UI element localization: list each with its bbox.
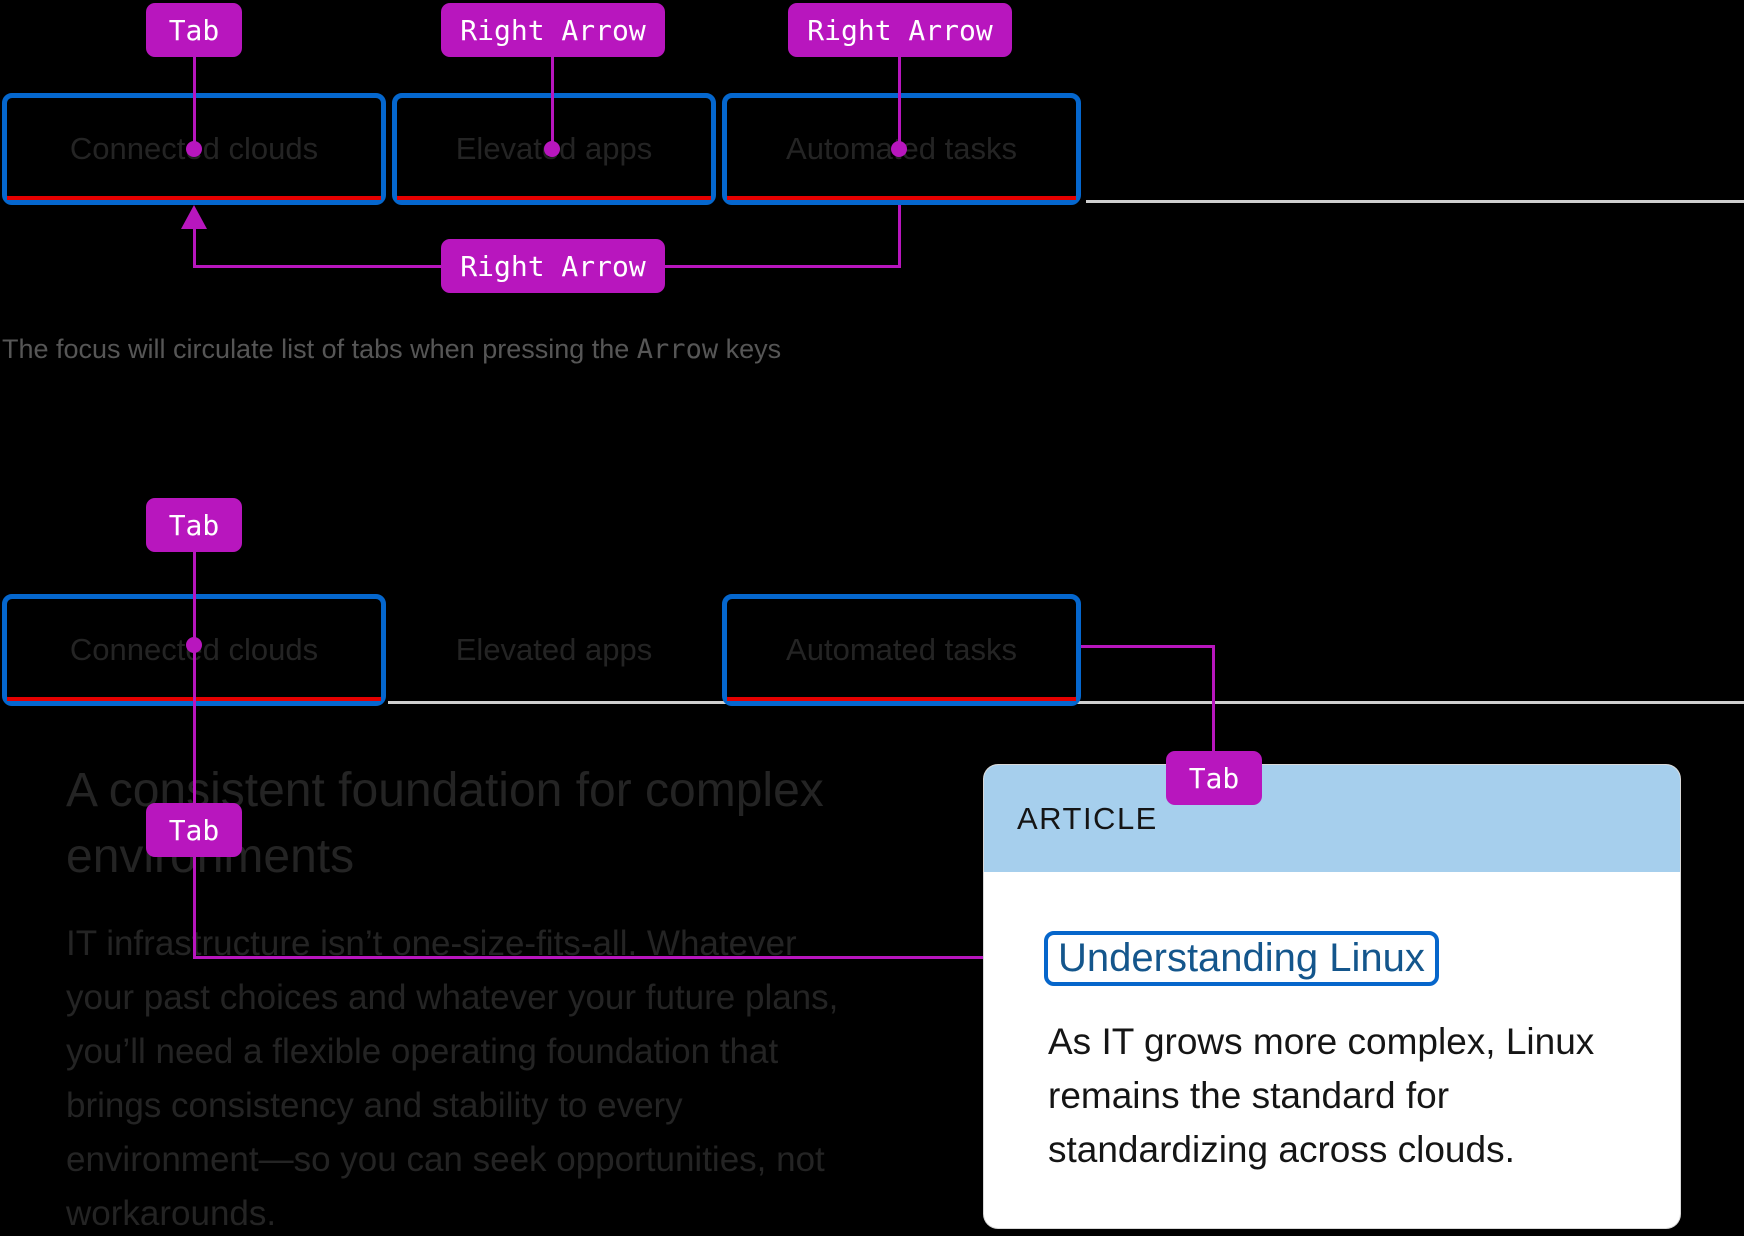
- key-badge-label: Tab: [1188, 761, 1240, 795]
- caption-key-text: Arrow: [636, 334, 719, 365]
- focus-caption: The focus will circulate list of tabs wh…: [2, 334, 781, 365]
- tab-label: Elevated apps: [455, 632, 653, 667]
- key-badge-tab: Tab: [1166, 751, 1262, 805]
- key-badge-label: Right Arrow: [460, 249, 646, 283]
- connector-line: [898, 55, 901, 145]
- connector-line: [193, 645, 196, 959]
- key-badge-label: Tab: [168, 508, 220, 542]
- article-card: ARTICLE Understanding Linux As IT grows …: [984, 765, 1680, 1228]
- article-card-header: ARTICLE: [984, 765, 1680, 872]
- active-tab-underline: [7, 196, 381, 200]
- connector-line: [193, 550, 196, 647]
- key-badge-label: Right Arrow: [807, 13, 993, 47]
- connector-line: [193, 228, 196, 266]
- article-summary: As IT grows more complex, Linux remains …: [1048, 1021, 1595, 1170]
- active-tab-underline: [397, 196, 711, 200]
- active-tab-underline: [727, 697, 1076, 701]
- active-tab-underline: [727, 196, 1076, 200]
- focus-dot: [186, 637, 202, 653]
- caption-text: The focus will circulate list of tabs wh…: [2, 334, 637, 364]
- connector-line: [898, 205, 901, 268]
- intro-paragraph: IT infrastructure isn’t one-size-fits-al…: [66, 917, 871, 1236]
- page-heading-text: A consistent foundation for complex envi…: [66, 764, 824, 883]
- key-badge-right-arrow: Right Arrow: [788, 3, 1012, 57]
- key-badge-tab: Tab: [146, 803, 242, 857]
- arrowhead-up-icon: [181, 205, 207, 229]
- intro-paragraph-text: IT infrastructure isn’t one-size-fits-al…: [66, 924, 839, 1233]
- focus-dot: [891, 141, 907, 157]
- connector-line: [1081, 645, 1215, 648]
- tab-elevated-apps[interactable]: Elevated apps: [392, 594, 716, 706]
- tab-automated-tasks[interactable]: Automated tasks: [722, 594, 1081, 706]
- article-link[interactable]: Understanding Linux: [1044, 931, 1439, 986]
- tab-label: Automated tasks: [786, 632, 1017, 667]
- connector-line: [193, 55, 196, 145]
- tabs-baseline: [1086, 200, 1744, 203]
- key-badge-tab: Tab: [146, 498, 242, 552]
- key-badge-right-arrow: Right Arrow: [441, 239, 665, 293]
- key-badge-label: Tab: [168, 813, 220, 847]
- key-badge-right-arrow: Right Arrow: [441, 3, 665, 57]
- page-heading: A consistent foundation for complex envi…: [66, 758, 896, 890]
- connector-line: [193, 956, 1018, 959]
- key-badge-label: Right Arrow: [460, 13, 646, 47]
- key-badge-label: Tab: [168, 13, 220, 47]
- key-badge-tab: Tab: [146, 3, 242, 57]
- focus-dot: [544, 141, 560, 157]
- focus-dot: [186, 141, 202, 157]
- article-eyebrow: ARTICLE: [1017, 800, 1158, 836]
- connector-line: [551, 55, 554, 145]
- caption-text: keys: [718, 334, 782, 364]
